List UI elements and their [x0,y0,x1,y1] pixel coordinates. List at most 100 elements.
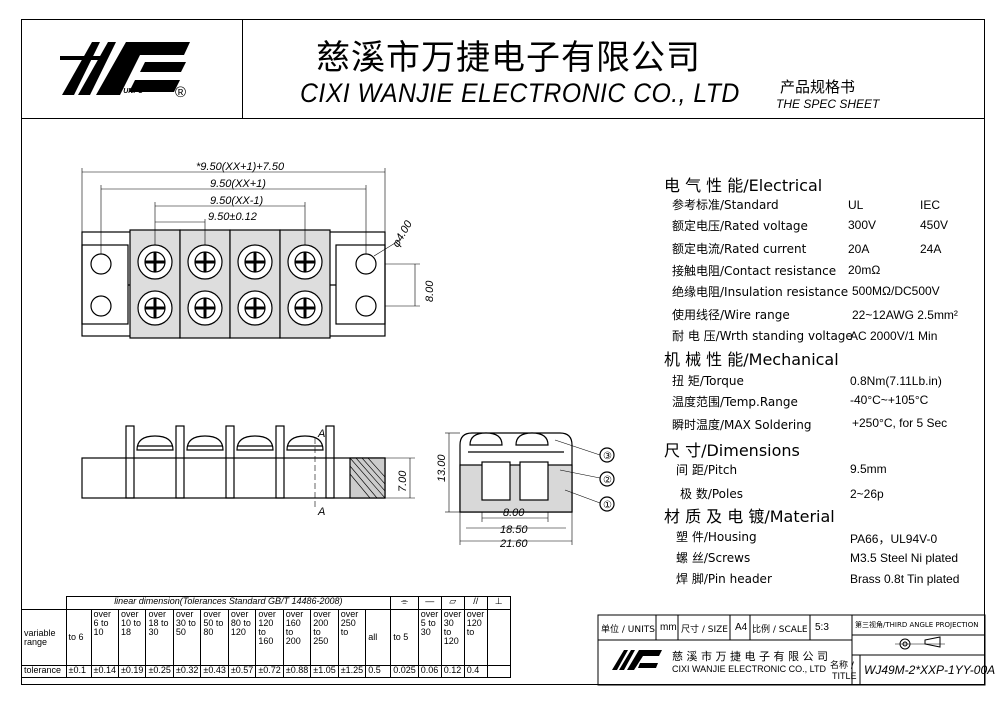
tolerance-value: ±0.1 [65,665,92,678]
size-value: A4 [735,622,748,633]
geo-range-cell: over 30 to 120 [440,609,465,666]
geo-tolerance-value: 0.12 [440,665,465,678]
tolerance-table: linear dimension(Tolerances Standard GB/… [21,596,511,678]
range-cell: over 200 to 250 [310,609,339,666]
spec-row-label: 螺 丝/Screws [676,551,751,565]
terminal-screws [129,229,331,339]
top-view [81,168,420,339]
spec-sheet-title-cn: 产品规格书 [780,78,856,96]
spec-row-value: 0.8Nm(7.11Lb.in) [850,374,942,388]
dim-hole: φ4.00 [390,218,415,250]
spec-row-value: PA66，UL94V-0 [850,532,938,546]
section-mark-bottom: A [317,506,325,518]
variable-range-label: variable range [21,609,67,666]
geo-tolerance-value: 0.06 [417,665,442,678]
spec-row-label: 间 距/Pitch [676,463,738,477]
geo-symbol: ▱ [440,596,465,610]
dim-pitch: 9.50±0.12 [208,211,257,223]
tolerance-value: ±1.05 [310,665,339,678]
size-label: 尺寸 / SIZE [681,625,728,635]
spec-row-label: 使用线径/Wire range [672,308,790,322]
geo-symbol: // [463,596,488,610]
spec-row-value-iec: 450V [920,218,949,232]
all-label: all [365,609,392,666]
tolerance-value: ±0.19 [117,665,147,678]
spec-row-label: 瞬时温度/MAX Soldering [672,418,812,432]
geo-symbol: — [417,596,442,610]
callout-2: ② [603,475,612,486]
range-cell: over 50 to 80 [200,609,229,666]
spec-row-value: 500MΩ/DC500V [852,284,940,298]
spec-row-label: 接触电阻/Contact resistance [672,264,837,278]
dim-overall: *9.50(XX+1)+7.50 [196,161,285,173]
company-logo [60,42,190,95]
title-block-logo [612,650,662,670]
category-mechanical: 机 械 性 能/Mechanical [664,350,839,369]
spec-row-label: 扭 矩/Torque [672,374,744,388]
units-label: 单位 / UNITS [601,625,655,635]
range-cell: over 10 to 18 [117,609,147,666]
spec-row-value-iec: IEC [920,198,941,212]
tb-company-cn: 慈 溪 市 万 捷 电 子 有 限 公 司 [672,650,828,663]
spec-row-label: 参考标准/Standard [672,198,779,212]
geo-range-cell: over 120 to [463,609,488,666]
dim-pitch-inner: 9.50(XX-1) [210,195,264,207]
range-cell: over 18 to 30 [145,609,174,666]
logo-box [21,19,243,118]
projection-label: 第三视角/THIRD ANGLE PROJECTION [855,621,979,629]
range-cell: over 30 to 50 [172,609,202,666]
part-number: WJ49M-2*XXP-1YY-00A [864,663,996,677]
scale-label: 比例 / SCALE [752,625,808,635]
logo-subtext: SHUI YUNPU [100,88,144,95]
callout-1: ① [603,500,612,511]
spec-row-value-ul: UL [848,198,864,212]
spec-row-value: 2~26p [850,487,884,501]
callout-3: ③ [603,451,612,462]
spec-row-value: M3.5 Steel Ni plated [850,551,959,565]
side-view [81,425,415,508]
dim-end-w2: 18.50 [500,524,528,536]
title-label: TITLE [832,671,857,681]
category-electrical: 电 气 性 能/Electrical [664,176,823,195]
geo-symbol: ⊥ [486,596,511,610]
tolerance-value: ±1.25 [337,665,367,678]
spec-row-label: 额定电压/Rated voltage [672,219,808,233]
spec-row-value: AC 2000V/1 Min [850,329,938,343]
all-value: 0.5 [365,665,392,678]
header-divider [21,118,985,119]
tolerance-value: ±0.57 [227,665,257,678]
geo-symbol: ⌯ [390,596,419,610]
spec-row-label: 极 数/Poles [680,487,743,501]
spec-row-value: 22~12AWG 2.5mm² [852,308,958,322]
company-name-en: CIXI WANJIE ELECTRONIC CO., LTD [300,78,740,108]
spec-row-value: -40°C~+105°C [850,393,929,407]
spec-sheet-title-en: THE SPEC SHEET [776,97,880,111]
range-cell: to 6 [65,609,92,666]
geo-tolerance-value: 0.025 [390,665,419,678]
registered-mark: ® [175,84,187,101]
spec-row-label: 额定电流/Rated current [672,242,807,256]
scale-value: 5:3 [815,622,829,633]
spec-row-label: 焊 脚/Pin header [676,572,772,586]
range-cell: over 250 to [337,609,367,666]
tolerance-value: ±0.88 [282,665,312,678]
dim-end-w1: 8.00 [503,507,525,519]
category-dimensions: 尺 寸/Dimensions [664,441,800,460]
tolerance-value: ±0.14 [90,665,119,678]
units-value: mm [660,622,677,633]
spec-row-value-ul: 300V [848,218,877,232]
spec-row-value: Brass 0.8t Tin plated [850,572,960,586]
tolerance-value: ±0.43 [200,665,229,678]
dim-end-height: 13.00 [436,454,448,482]
tolerance-value: ±0.72 [255,665,284,678]
section-mark-top: A [317,428,325,440]
spec-row-label: 温度范围/Temp.Range [672,395,798,409]
dim-height-side: 7.00 [397,470,409,492]
geo-tolerance-value: 0.4 [463,665,488,678]
tolerance-title: linear dimension(Tolerances Standard GB/… [65,596,392,610]
dim-pitch-total: 9.50(XX+1) [210,178,266,190]
tb-company-en: CIXI WANJIE ELECTRONIC CO., LTD [672,664,827,674]
spec-row-value-ul: 20A [848,242,870,256]
dim-end-w3: 21.60 [499,538,528,550]
dim-height-top: 8.00 [424,280,436,302]
